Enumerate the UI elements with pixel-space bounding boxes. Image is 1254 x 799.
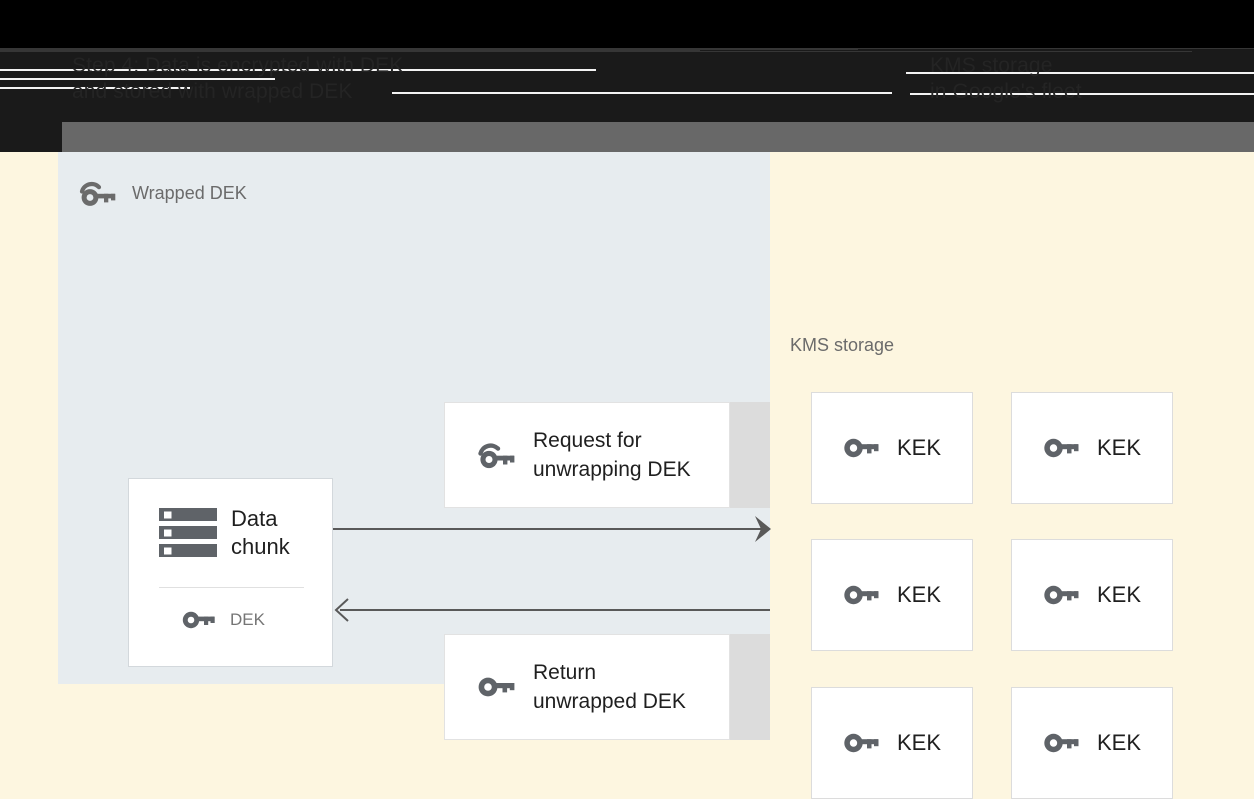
data-chunk-card[interactable]: Data chunk DEK <box>128 478 333 667</box>
data-chunk-divider <box>159 587 304 588</box>
top-black-band <box>0 0 1254 48</box>
kek-label: KEK <box>1096 435 1142 460</box>
kek-label: KEK <box>1096 582 1142 607</box>
request-unwrap-card[interactable]: Request for unwrapping DEK <box>444 402 730 508</box>
key-icon <box>1043 435 1081 461</box>
kek-label: KEK <box>1096 730 1142 755</box>
return-unwrapped-card[interactable]: Return unwrapped DEK <box>444 634 730 740</box>
key-icon <box>477 674 517 700</box>
key-icon <box>182 609 216 631</box>
data-chunk-label: Data chunk <box>231 506 290 559</box>
data-chunk-dek-label: DEK <box>230 610 265 629</box>
kek-card[interactable]: KEK <box>1011 539 1173 651</box>
arrow-from-kms-line <box>340 609 770 611</box>
return-card-tail-strip <box>730 634 770 740</box>
key-icon <box>843 730 881 756</box>
header-title-right: KMS storage in Google's fleet <box>930 54 1082 103</box>
request-unwrap-label: Request for unwrapping DEK <box>533 429 691 481</box>
return-unwrapped-label: Return unwrapped DEK <box>533 661 686 713</box>
key-icon <box>1043 730 1081 756</box>
diagram-canvas: Wrapped DEK KMS storage <box>0 152 1254 799</box>
arrow-to-kms-head-icon <box>755 516 773 542</box>
data-chunk-row: Data chunk <box>129 505 332 561</box>
kek-label: KEK <box>896 730 942 755</box>
header-dark-band <box>0 48 1254 122</box>
kek-card[interactable]: KEK <box>811 539 973 651</box>
key-icon <box>843 435 881 461</box>
kek-card[interactable]: KEK <box>811 392 973 504</box>
toolbar-notch <box>0 122 62 152</box>
arrow-from-kms-head-icon <box>334 598 350 622</box>
wrapped-dek-panel-title: Wrapped DEK <box>132 183 247 203</box>
data-chunk-dek-row: DEK <box>129 609 332 631</box>
key-icon <box>843 582 881 608</box>
wrapped-key-icon <box>477 439 517 471</box>
arrow-to-kms-line <box>333 528 765 530</box>
key-icon <box>1043 582 1081 608</box>
kek-card[interactable]: KEK <box>1011 687 1173 799</box>
kek-label: KEK <box>896 435 942 460</box>
toolbar-gray-band <box>0 122 1254 152</box>
header-title-left: Step 4: Data is encrypted with DEK and s… <box>72 54 404 103</box>
kek-label: KEK <box>896 582 942 607</box>
kek-card[interactable]: KEK <box>1011 392 1173 504</box>
kek-card[interactable]: KEK <box>811 687 973 799</box>
request-card-tail-strip <box>730 402 770 508</box>
kms-storage-panel-title: KMS storage <box>790 335 895 355</box>
storage-server-icon <box>159 507 217 559</box>
wrapped-key-icon <box>78 178 118 208</box>
